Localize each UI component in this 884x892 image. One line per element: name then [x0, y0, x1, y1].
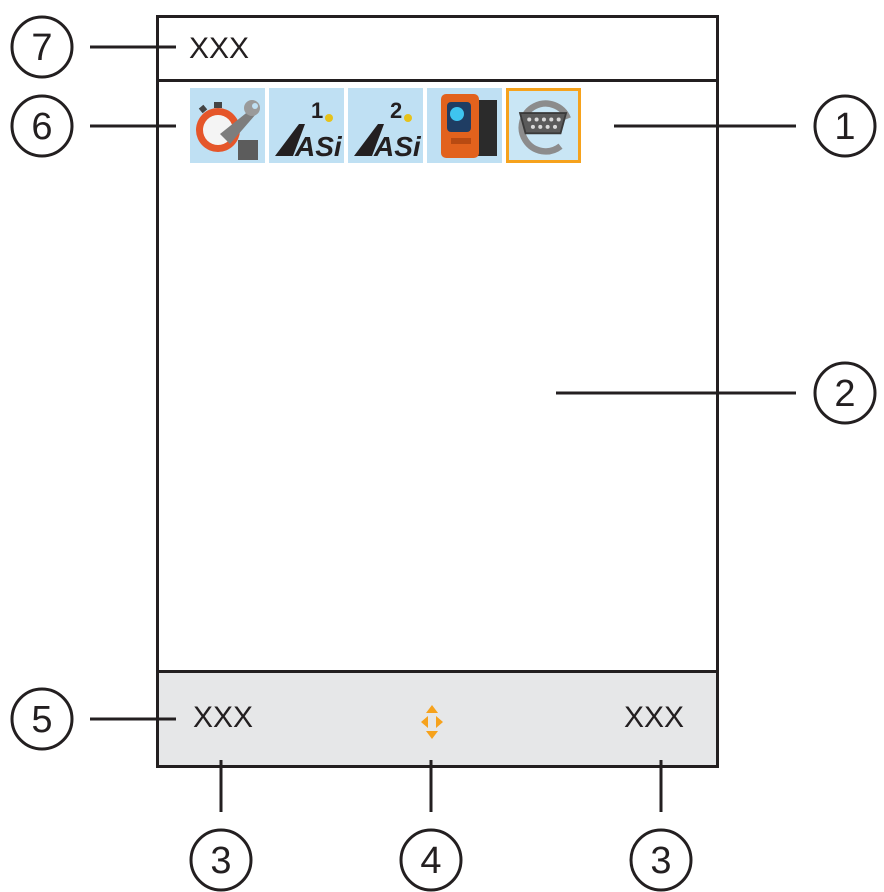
asi-2-text: ASi	[373, 131, 422, 162]
callout-4-circle	[399, 828, 463, 892]
callout-1-label: 1	[834, 106, 855, 148]
callout-7-circle	[10, 15, 74, 79]
device-icon[interactable]	[427, 88, 502, 163]
asi-1-text: ASi	[294, 131, 343, 162]
callout-5-circle	[10, 687, 74, 751]
asi-1-icon[interactable]: 1 ASi	[269, 88, 344, 163]
asi-2-number: 2	[390, 98, 402, 123]
left-softkey-label[interactable]: XXX	[193, 701, 254, 734]
asi-1-number: 1	[311, 98, 323, 123]
callout-7-label: 7	[31, 27, 52, 69]
title-text: XXX	[189, 32, 250, 65]
navigation-arrows-icon	[421, 705, 443, 739]
callout-4-label: 4	[420, 840, 441, 882]
callout-2-label: 2	[834, 373, 855, 415]
callout-2-circle	[813, 361, 877, 425]
callout-3-left-label: 3	[210, 840, 231, 882]
callout-3-right-circle	[629, 828, 693, 892]
callout-1-circle	[813, 94, 877, 158]
asi-2-icon[interactable]: 2 ASi	[348, 88, 423, 163]
right-softkey-label[interactable]: XXX	[623, 701, 684, 734]
callout-6-label: 6	[31, 106, 52, 148]
title-bar: XXX	[159, 18, 716, 82]
callout-5-label: 5	[31, 699, 52, 741]
callout-6-circle	[10, 94, 74, 158]
callout-3-left-circle	[189, 828, 253, 892]
menu-icon-row: 1 ASi 2 ASi	[190, 88, 581, 166]
settings-wrench-icon[interactable]	[190, 88, 265, 163]
callout-3-right-label: 3	[650, 840, 671, 882]
softkey-bar: XXX XXX	[159, 670, 716, 765]
interface-icon[interactable]	[506, 88, 581, 163]
